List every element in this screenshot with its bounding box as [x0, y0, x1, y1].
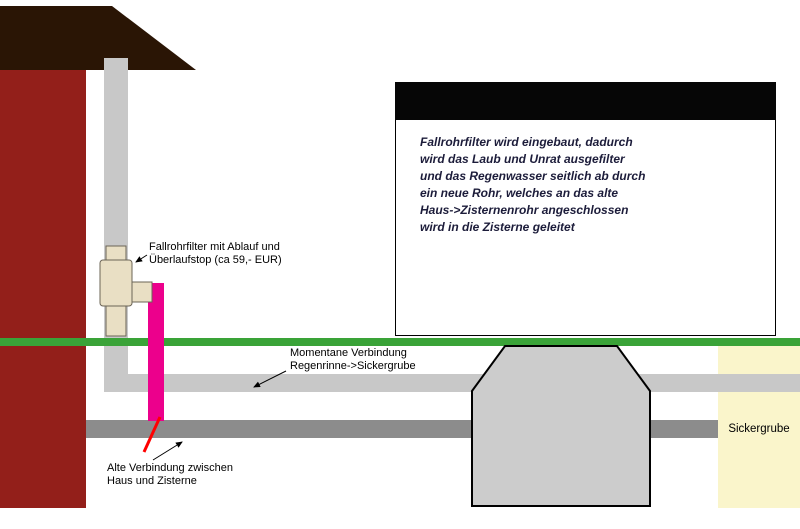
- sickergrube-label: Sickergrube: [728, 423, 790, 435]
- info-text-line: wird das Laub und Unrat ausgefilter: [420, 152, 625, 166]
- current-connection-label-line1: Momentane Verbindung: [290, 347, 407, 359]
- filter-label: Fallrohrfilter mit Ablauf und Überlaufst…: [149, 241, 282, 267]
- info-box-body: Fallrohrfilter wird eingebaut, dadurch w…: [395, 120, 776, 336]
- current-connection-label-line2: Regenrinne->Sickergrube: [290, 360, 416, 372]
- current-connection-pipe: [104, 374, 800, 392]
- filter-drain: [105, 303, 127, 337]
- roof-shape: [0, 6, 196, 70]
- info-text-line: Haus->Zisternenrohr angeschlossen: [420, 203, 629, 217]
- filter-label-line2: Überlaufstop (ca 59,- EUR): [149, 254, 282, 266]
- cistern: [471, 345, 651, 507]
- house-roof: [0, 6, 196, 70]
- house-wall: [0, 70, 86, 508]
- current-connection-label: Momentane Verbindung Regenrinne->Sickerg…: [290, 347, 416, 373]
- info-text-line: wird in die Zisterne geleitet: [420, 220, 575, 234]
- downpipe-filter: [99, 245, 153, 337]
- sickergrube-area: [718, 346, 800, 508]
- info-text-line: ein neue Rohr, welches an das alte: [420, 186, 619, 200]
- arrow-to-old-pipe: [152, 441, 183, 461]
- filter-label-line1: Fallrohrfilter mit Ablauf und: [149, 241, 280, 253]
- info-text-line: und das Regenwasser seitlich ab durch: [420, 169, 646, 183]
- cistern-shape: [471, 345, 651, 507]
- new-pipe: [148, 283, 164, 421]
- ground-line: [0, 338, 800, 346]
- info-text-line: Fallrohrfilter wird eingebaut, dadurch: [420, 135, 633, 149]
- old-connection-label-line2: Haus und Zisterne: [107, 475, 197, 487]
- old-connection-label-line1: Alte Verbindung zwischen: [107, 462, 233, 474]
- info-box: Fallrohrfilter wird eingebaut, dadurch w…: [395, 82, 776, 336]
- filter-body: [99, 259, 133, 307]
- info-box-header: [395, 82, 776, 120]
- old-connection-label: Alte Verbindung zwischen Haus und Zister…: [107, 462, 233, 488]
